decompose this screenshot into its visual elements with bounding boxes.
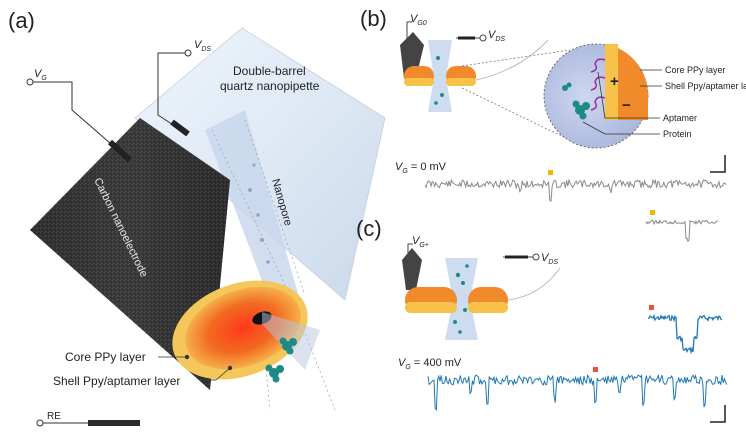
vds-wire <box>157 49 192 129</box>
vg0-label: VG0 <box>410 13 427 27</box>
shell-ppy-label-b: Shell Ppy/aptamer layer <box>665 81 746 91</box>
zoom-inset: + − <box>543 43 649 149</box>
protein-icon <box>572 100 590 120</box>
vg-400mv-label: VG = 400 mV <box>398 357 462 371</box>
vg-plug <box>107 139 133 163</box>
nanopore-particles <box>248 163 270 264</box>
panel-c: (c) VG+ VDS VG = 400 mV <box>356 216 728 423</box>
event-marker-red <box>593 367 598 372</box>
re-label: RE <box>47 411 61 422</box>
device-b-pore <box>428 40 452 112</box>
pipette-label-line1: Double-barrel <box>233 64 306 78</box>
vds-label-a: VDS <box>194 39 211 53</box>
shell-ppy-label-a: Shell Ppy/aptamer layer <box>53 374 180 388</box>
event-marker-yellow <box>548 170 553 175</box>
panel-a-label: (a) <box>8 8 35 33</box>
aptamer-strands <box>590 58 606 111</box>
panel-c-label: (c) <box>356 216 382 241</box>
device-b-proteins <box>434 56 444 105</box>
protein-icon <box>562 82 572 91</box>
panel-b-label: (b) <box>360 6 387 31</box>
panel-b: (b) VG0 VDS + − <box>360 6 746 243</box>
inset-callouts <box>582 69 662 135</box>
core-ppy-label-b: Core PPy layer <box>665 65 726 75</box>
current-trace-0mv <box>424 178 727 202</box>
current-trace-400mv-zoom <box>647 313 723 355</box>
re-electrode <box>88 420 140 426</box>
device-c-proteins <box>453 264 469 334</box>
current-trace-400mv <box>427 373 728 411</box>
vds-label-c: VDS <box>541 252 558 266</box>
core-callout <box>158 354 190 360</box>
protein-icon <box>265 364 284 383</box>
device-c-pore <box>445 258 478 340</box>
event-marker-yellow-zoom <box>650 210 655 215</box>
protein-clusters <box>265 337 297 383</box>
event-marker-red-zoom <box>649 305 654 310</box>
minus-sign: − <box>622 97 631 114</box>
panel-a: (a) <box>8 8 386 427</box>
re-wire <box>36 419 88 427</box>
current-trace-0mv-zoom <box>645 219 719 243</box>
vg-label-a: VG <box>34 68 47 82</box>
vds-label-b: VDS <box>488 29 505 43</box>
plus-sign: + <box>610 73 619 90</box>
vg-0mv-label: VG = 0 mV <box>395 161 447 175</box>
core-ppy-label-a: Core PPy layer <box>65 350 146 364</box>
protein-label: Protein <box>663 129 692 139</box>
scale-bar-b <box>710 155 726 173</box>
tip-core-layer <box>185 286 301 370</box>
protein-icon <box>279 337 297 355</box>
nanopore-channel <box>205 110 300 315</box>
aptamer-label: Aptamer <box>663 113 697 123</box>
pipette-label-line2: quartz nanopipette <box>220 79 320 93</box>
scale-bar-c <box>710 405 726 423</box>
shell-callout <box>200 365 233 381</box>
vds-plug <box>170 119 190 137</box>
device-c-electrode <box>402 248 422 290</box>
vgplus-label: VG+ <box>412 235 429 249</box>
vg-wire <box>26 78 119 151</box>
